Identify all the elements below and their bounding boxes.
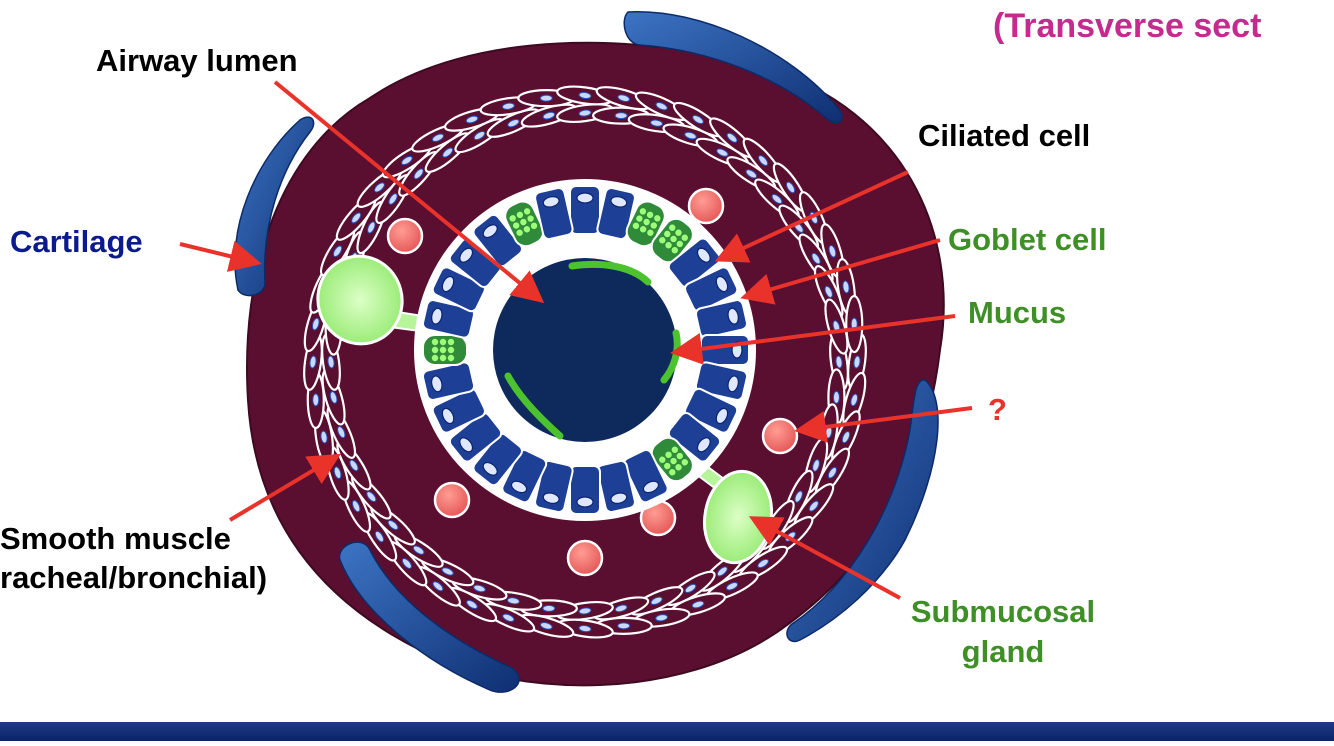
goblet-cell — [422, 334, 468, 366]
arrow-unknown — [794, 406, 973, 443]
ciliated-cell — [596, 459, 636, 514]
arrow-mucus — [670, 314, 956, 365]
smooth-muscle-cell — [845, 294, 864, 354]
blood-vessel — [761, 417, 799, 455]
arrow-smooth-muscle — [228, 453, 341, 522]
ciliated-cell — [569, 465, 601, 515]
ciliated-cell — [684, 387, 739, 434]
arrow-submucosal-gland — [748, 516, 901, 600]
label-unknown-structure: ? — [988, 392, 1007, 427]
blood-vessel — [566, 539, 604, 577]
blood-vessel — [687, 187, 725, 225]
footer-bar — [0, 722, 1334, 741]
label-submucosal-line1: Submucosal — [910, 594, 1096, 629]
ciliated-cell — [596, 186, 636, 241]
goblet-cell — [650, 217, 694, 264]
ciliated-cell — [684, 266, 739, 313]
ciliated-cell — [667, 412, 722, 463]
label-ciliated-cell: Ciliated cell — [918, 118, 1091, 153]
ciliated-cell — [694, 361, 749, 401]
label-goblet-cell: Goblet cell — [948, 222, 1107, 257]
goblet-cell — [650, 436, 694, 483]
ciliated-cell — [501, 449, 548, 504]
ciliated-cell — [431, 266, 486, 313]
diagram-title: (Transverse sect — [993, 7, 1262, 45]
smooth-muscle-cell — [518, 613, 575, 638]
arrow-cartilage — [179, 240, 262, 272]
ciliated-cell — [472, 213, 523, 268]
ciliated-cell — [622, 449, 669, 504]
ciliated-cell — [421, 361, 476, 401]
ciliated-cell — [534, 459, 574, 514]
label-submucosal-line2: gland — [961, 634, 1045, 669]
label-mucus: Mucus — [968, 295, 1067, 330]
epithelium-ring — [421, 185, 750, 515]
ciliated-cell — [667, 237, 722, 288]
ciliated-cell — [694, 299, 749, 339]
ciliated-cell — [569, 185, 601, 235]
airway-lumen — [493, 258, 677, 442]
arrow-goblet-cell — [740, 238, 941, 305]
arrow-ciliated-cell — [714, 170, 909, 263]
blood-vessels — [386, 187, 799, 577]
label-cartilage: Cartilage — [10, 224, 143, 259]
ciliated-cell — [448, 412, 503, 463]
ciliated-cell — [421, 299, 476, 339]
ciliated-cell — [448, 237, 503, 288]
label-smooth-muscle-line1: Smooth muscle — [0, 521, 231, 556]
label-smooth-muscle-line2: racheal/bronchial) — [0, 560, 268, 595]
blood-vessel — [433, 481, 471, 519]
ciliated-cell — [534, 186, 574, 241]
goblet-cell — [625, 200, 666, 248]
label-airway-lumen: Airway lumen — [96, 43, 298, 78]
arrow-airway-lumen — [273, 80, 545, 304]
goblet-cell — [504, 200, 545, 248]
ciliated-cell — [472, 432, 523, 487]
ciliated-cell — [431, 387, 486, 434]
blood-vessel — [386, 217, 424, 255]
label-arrows — [179, 80, 973, 600]
smooth-muscle-cell — [824, 298, 849, 355]
